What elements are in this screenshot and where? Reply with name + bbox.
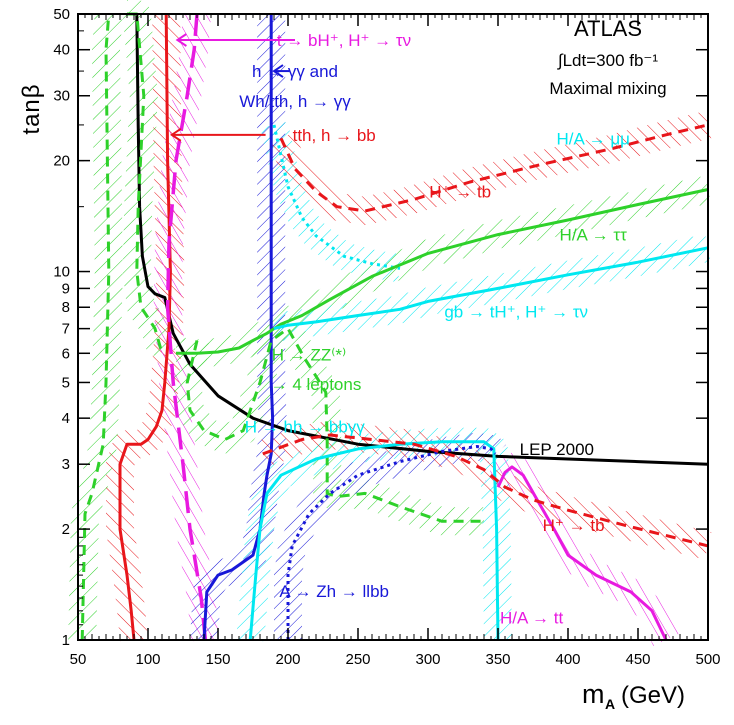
y-tick-label: 7: [62, 321, 70, 338]
series-line-h-and-wh-tth-h: [202, 14, 275, 641]
series-line-h-tb-upper: [279, 123, 709, 213]
series-line-left-green-dashed: [80, 13, 111, 641]
series-layer: [80, 12, 709, 641]
x-axis-label-unit: (GeV): [621, 682, 685, 709]
x-tick-label: 350: [485, 651, 510, 668]
annotation-h-and: h → γγ and: [252, 62, 338, 81]
series-line-gb-th-h: [273, 246, 709, 331]
x-axis-label: m A (GeV): [582, 679, 685, 712]
y-tick-label: 9: [62, 280, 70, 297]
chart-title: ATLAS: [574, 16, 642, 41]
y-tick-label: 10: [53, 264, 70, 281]
annotation-lep-2000: LEP 2000: [520, 440, 594, 459]
y-tick-label: 20: [53, 153, 70, 170]
y-tick-label: 40: [53, 42, 70, 59]
annotation-t-bh-h: t → bH⁺, H⁺ → τν: [277, 31, 411, 50]
series-line-h-hh-bb: [248, 440, 500, 641]
series-line-tth-h-bb: [118, 13, 172, 641]
y-tick-label: 6: [62, 345, 70, 362]
series-line-h-tb-lower: [262, 433, 709, 548]
x-tick-label: 500: [695, 651, 720, 668]
chart-subtitle-luminosity: ∫Ldt=300 fb⁻¹: [557, 51, 658, 70]
y-tick-label: 3: [62, 456, 70, 473]
hatch-band-t-bh-h: [153, 12, 220, 642]
series-line-left-green-dashed-2: [127, 12, 164, 354]
y-tick-label: 1: [62, 632, 70, 649]
annotation-gb-th-h: gb → tH⁺, H⁺ → τν: [444, 302, 588, 321]
pointer-arrow-head: [272, 64, 284, 78]
y-axis-label: tanβ: [18, 83, 45, 135]
y-tick-label: 2: [62, 521, 70, 538]
y-tick-label: 30: [53, 88, 70, 105]
x-tick-label: 400: [555, 651, 580, 668]
y-tick-label: 5: [62, 374, 70, 391]
x-tick-label: 150: [205, 651, 230, 668]
pointer-arrow-head: [169, 127, 182, 142]
x-tick-label: 50: [70, 651, 87, 668]
annotation-h-a: H/A → μμ: [556, 129, 629, 148]
series-line-t-bh-h: [165, 13, 208, 641]
series-line-h-a: [272, 124, 401, 270]
x-tick-label: 300: [415, 651, 440, 668]
y-tick-label: 8: [62, 299, 70, 316]
x-axis-label-main: m: [582, 679, 605, 709]
hatched-regions: [68, 0, 712, 647]
x-tick-label: 100: [135, 651, 160, 668]
y-tick-label: 4: [62, 410, 70, 427]
annotation-h-hh-bb: H → hh → bbγγ: [245, 417, 365, 436]
annotation-h-a-tt: H/A → tt: [500, 609, 564, 628]
annotation-h-zz: H → ZZ⁽*⁾: [272, 346, 346, 365]
x-tick-label: 450: [625, 651, 650, 668]
y-tick-label: 50: [53, 6, 70, 23]
title-block: ATLAS ∫Ldt=300 fb⁻¹ Maximal mixing: [549, 16, 666, 98]
annotation-h-tb: H⁺ → tb: [429, 182, 491, 201]
x-tick-label: 250: [345, 651, 370, 668]
axis-ticks: 50 100 150 200 250 300 350 400 450 500 1 2 3 4 5 6 7 8 910…: [53, 6, 720, 668]
series-line-h-a: [176, 188, 709, 355]
series-line-h-a-tt: [496, 465, 668, 641]
chart-subtitle-mixing: Maximal mixing: [549, 79, 666, 98]
series-line-a-zh-llbb: [286, 445, 497, 640]
annotation-wh-tth-h: Wh/tth, h → γγ: [239, 92, 351, 111]
x-tick-label: 200: [275, 651, 300, 668]
annotation-h-a: H/A → ττ: [560, 226, 628, 245]
hatch-band-left-green-dashed: [68, 12, 123, 641]
annotation-tth-h-bb: tth, h → bb: [293, 126, 376, 145]
pointer-arrow-head: [175, 33, 187, 47]
series-line-lep-2000: [135, 13, 709, 466]
annotation-4-leptons: → 4 leptons: [271, 375, 362, 394]
annotation-h-tb: H⁺ → tb: [543, 516, 605, 535]
x-axis-label-sub: A: [605, 696, 615, 712]
annotation-a-zh-llbb: A → Zh → llbb: [279, 582, 389, 601]
series-line-h-zz-4-leptons: [185, 327, 484, 523]
